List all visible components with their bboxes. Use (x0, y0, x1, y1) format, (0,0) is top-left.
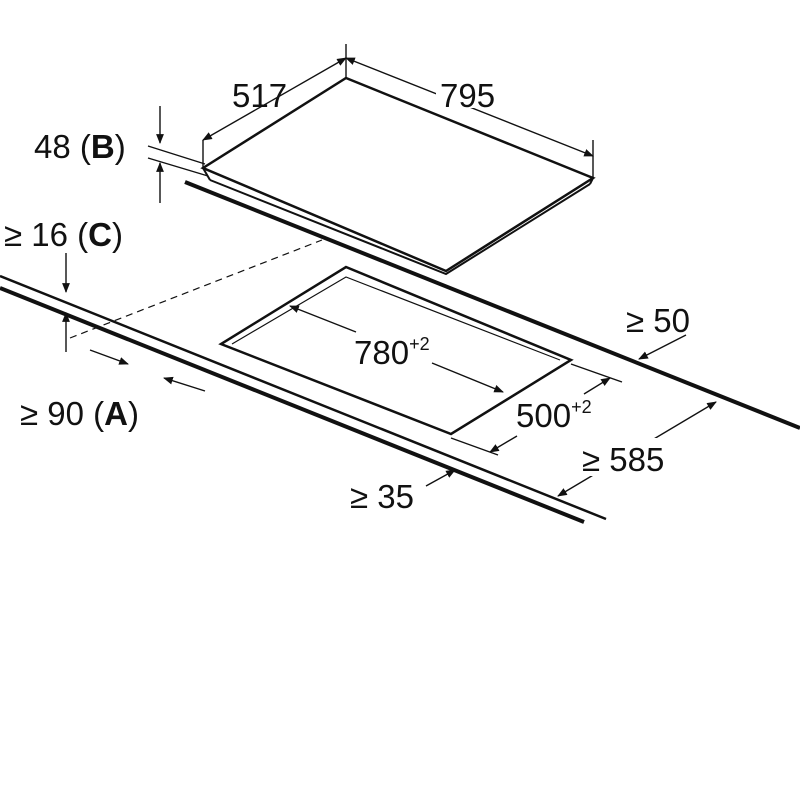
rear-gap-label: ≥ 35 (350, 478, 414, 515)
dim-cutout-width (289, 305, 504, 393)
dim-cutout-depth (450, 363, 623, 456)
dim-line-517 (202, 57, 347, 141)
label-mask (436, 70, 514, 108)
label-mask (580, 438, 684, 476)
hob-right-corner (589, 177, 594, 185)
ext-line (570, 363, 623, 383)
cutout-depth-label: 500+2 (516, 397, 592, 434)
dim-rear-gap (425, 469, 456, 487)
hob-width-label: 795 (440, 77, 495, 114)
worktop (0, 180, 800, 524)
arrow (638, 334, 687, 360)
worktop-rear-edge (184, 180, 800, 430)
front-gap-label: ≥ 90 (A) (20, 395, 139, 432)
worktop-hidden-edge (69, 239, 323, 339)
dim-line-500-right (583, 377, 611, 395)
cutout-width-label: 780+2 (354, 334, 430, 371)
ext-line (450, 437, 499, 456)
dim-side-gap (638, 334, 687, 360)
arrow-right (89, 349, 129, 365)
hob-depth-label: 517 (232, 77, 287, 114)
hob-thickness-label: 48 (B) (34, 128, 126, 165)
hob-left-corner (202, 167, 211, 181)
arrow-left (163, 376, 206, 392)
worktop-depth-label: ≥ 585 (582, 441, 664, 478)
dim-line-780-left (289, 305, 357, 333)
side-gap-label: ≥ 50 (626, 302, 690, 339)
dim-line-500-left (489, 435, 518, 453)
dim-front-gap (89, 349, 206, 392)
dim-hob-thickness (147, 106, 209, 203)
cutout-outline (218, 265, 574, 436)
cutout-inner-edge (231, 276, 561, 361)
ext-line (147, 157, 209, 177)
ext-line (147, 145, 206, 165)
hob-bottom-edge (209, 179, 591, 276)
arrow (425, 469, 456, 487)
worktop-top-edge (0, 274, 607, 521)
cutout (218, 265, 574, 436)
dim-line-780-right (431, 362, 504, 393)
worktop-thickness-label: ≥ 16 (C) (4, 216, 123, 253)
